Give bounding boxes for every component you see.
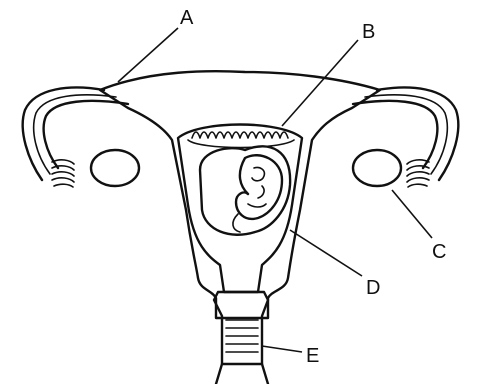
leader-line-d	[290, 230, 362, 276]
label-e: E	[306, 345, 319, 367]
right-ovary	[353, 150, 401, 186]
cervix-vagina	[214, 292, 268, 384]
label-c: C	[432, 241, 446, 263]
placenta-villi	[188, 132, 294, 148]
left-fallopian-tube	[23, 87, 128, 180]
leader-line-c	[392, 190, 432, 238]
label-d: D	[366, 277, 380, 299]
left-ovary	[91, 150, 139, 186]
label-a: A	[180, 7, 194, 29]
label-b: B	[362, 21, 375, 43]
leader-line-e	[262, 346, 302, 352]
right-fallopian-tube	[353, 87, 458, 180]
leader-line-b	[282, 40, 358, 126]
